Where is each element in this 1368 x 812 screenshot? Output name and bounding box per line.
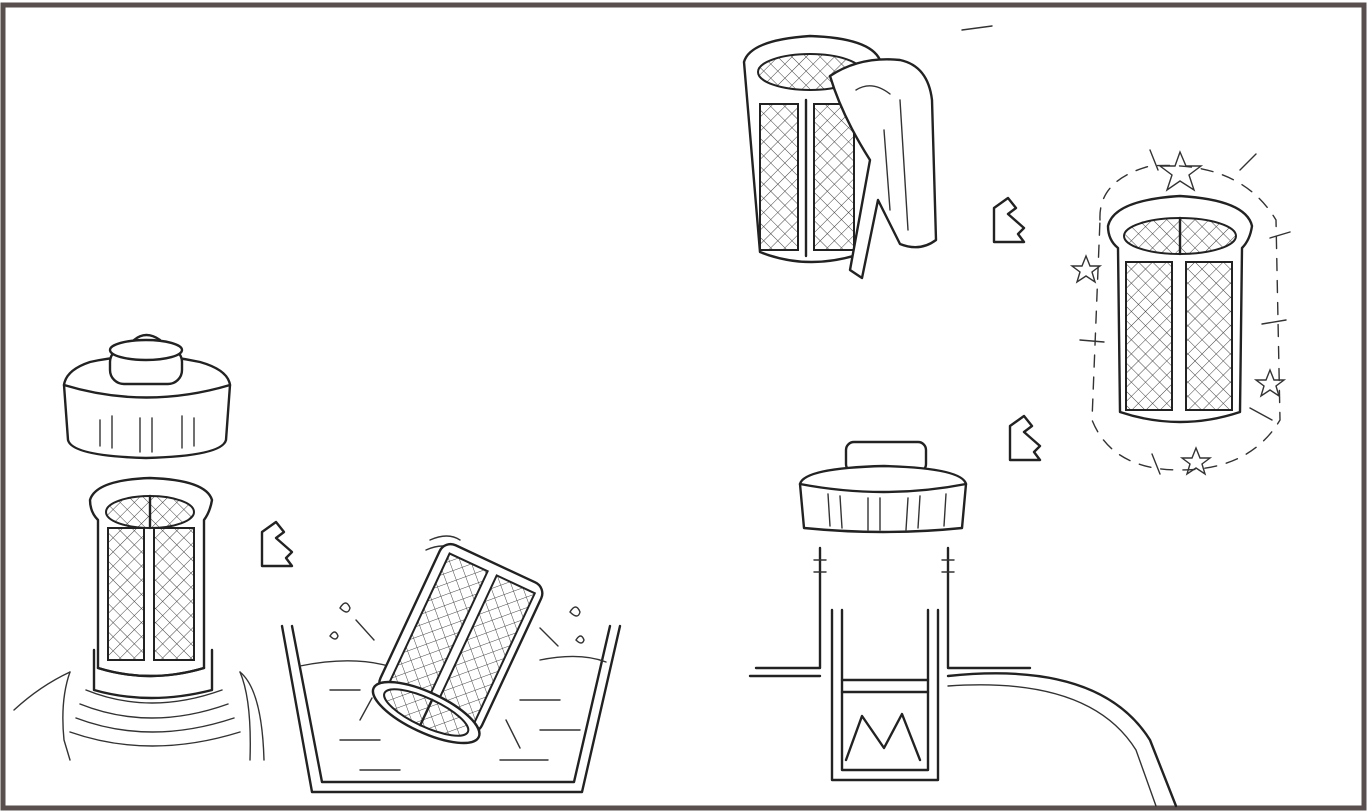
step-arrow-2 xyxy=(994,198,1024,242)
filter-assembly-unscrew xyxy=(14,335,264,760)
filter-housing-cutaway xyxy=(750,548,1176,806)
filter-clean xyxy=(1072,150,1290,474)
filter-reinstall xyxy=(750,442,1176,806)
step-arrow-3 xyxy=(1010,416,1040,460)
filter-housing xyxy=(14,650,264,760)
filter-cylinder xyxy=(90,478,212,676)
filter-cap xyxy=(64,335,230,458)
filter-wipe-with-cloth xyxy=(744,26,992,278)
tilted-filter-in-water xyxy=(365,539,548,755)
filter-rinse-in-water xyxy=(282,536,620,792)
filter-cylinder-clean xyxy=(1108,196,1252,422)
filter-cap-reinstall xyxy=(800,442,966,532)
step-arrow-1 xyxy=(262,522,292,566)
motion-mark xyxy=(962,26,992,30)
